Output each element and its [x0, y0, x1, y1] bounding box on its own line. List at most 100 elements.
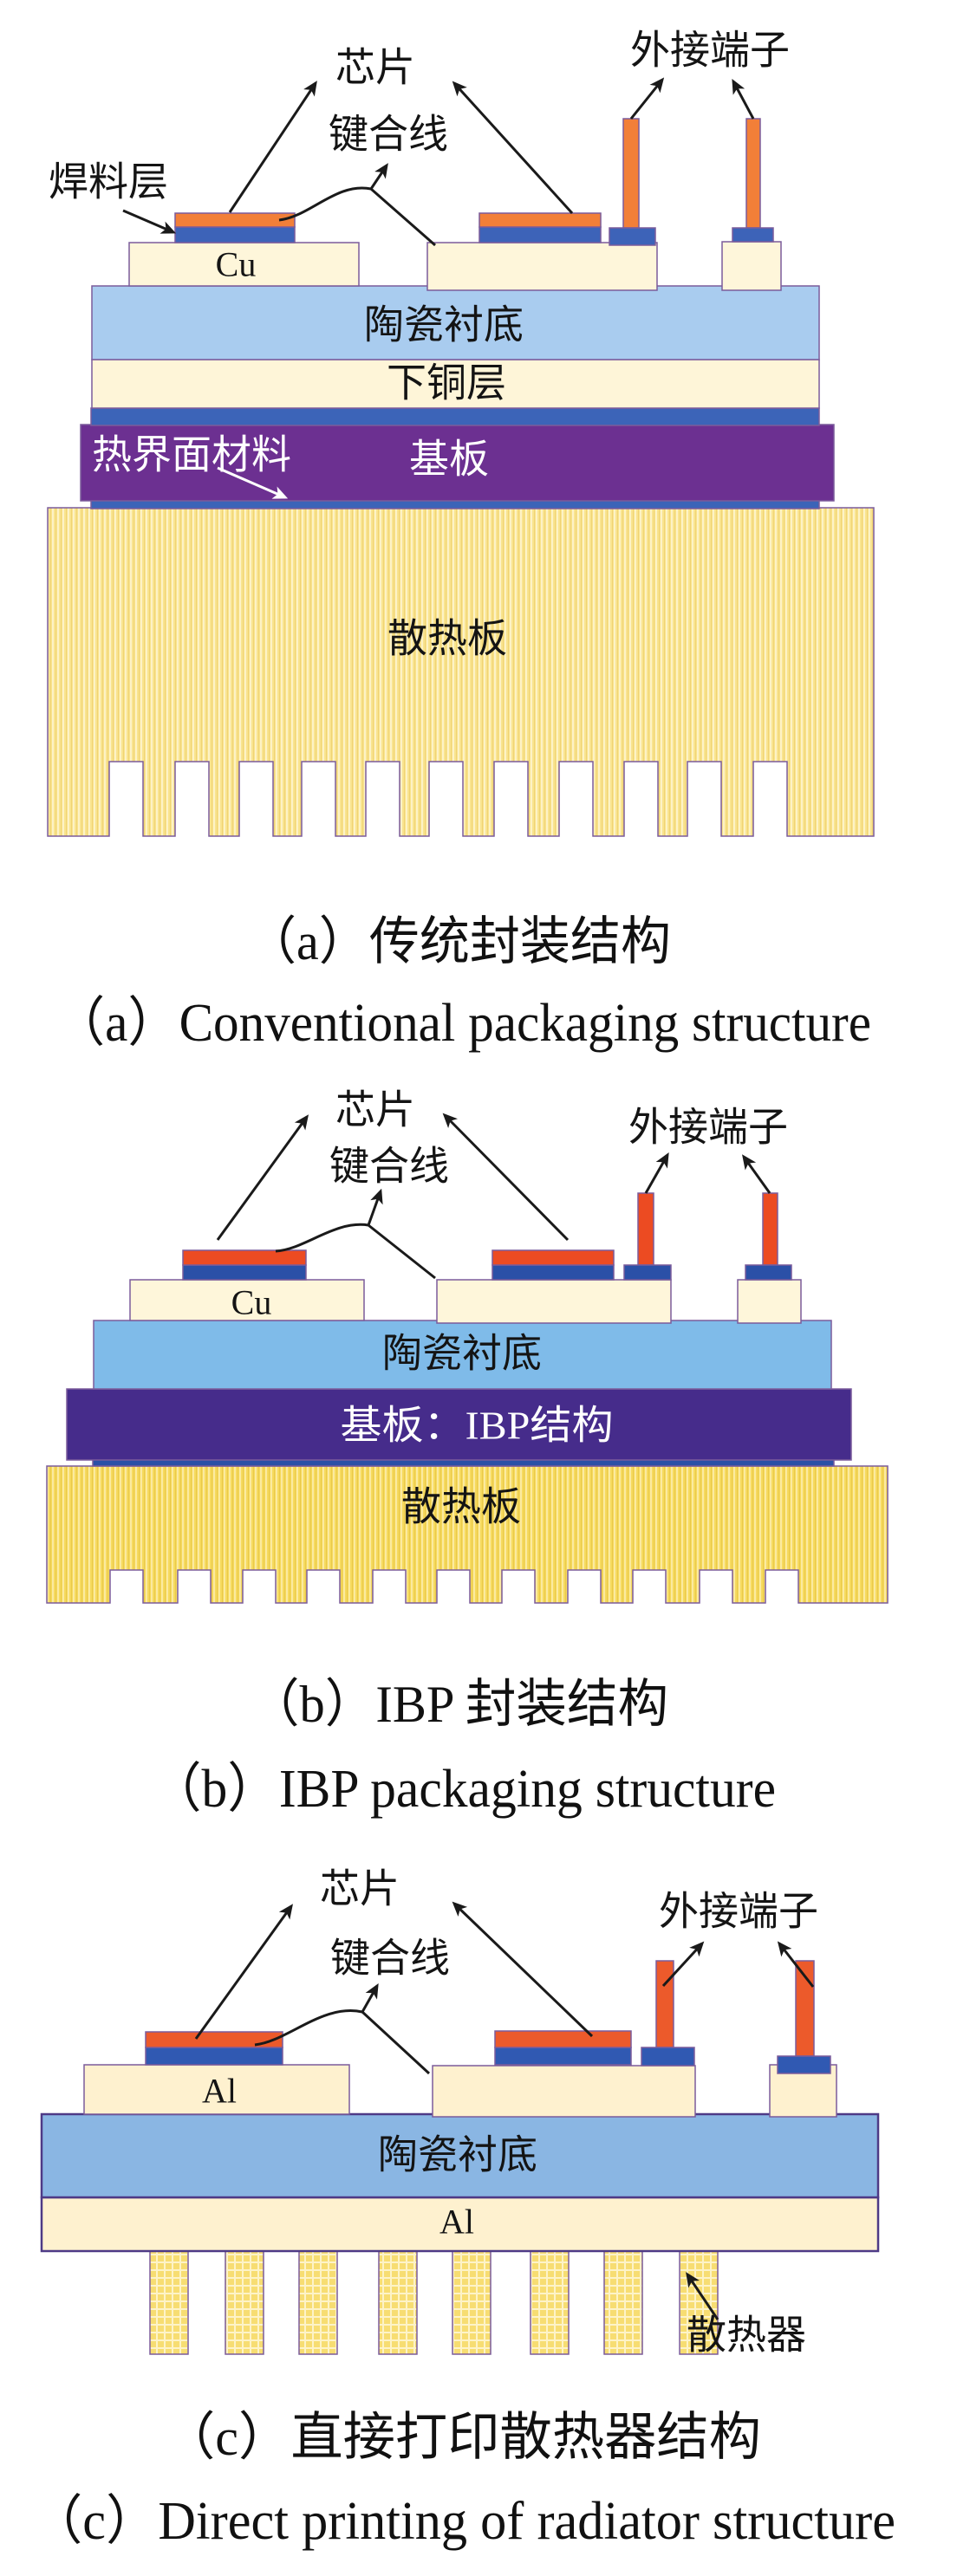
caption-en: （a）Conventional packaging structure: [54, 994, 871, 1053]
heat-sink-label: 散热板: [401, 1485, 521, 1529]
terminal-base-2: [777, 2055, 831, 2074]
heat-sink-body: [47, 507, 875, 837]
chip-left-solder: [182, 1264, 307, 1281]
chip-right-solder: [478, 226, 602, 243]
heat-sink-fin: [378, 2249, 418, 2355]
terminal-base-2: [745, 1264, 792, 1281]
terminal-base-1: [641, 2047, 695, 2067]
heat-sink-arrow: [686, 2272, 719, 2320]
baseplate-label: 基板：IBP结构: [341, 1404, 614, 1448]
bond-wire: [254, 2009, 431, 2075]
chip-arrow-left: [194, 1904, 293, 2040]
terminal-label: 外接端子: [630, 29, 790, 73]
solder-layer-arrow: [122, 209, 177, 234]
lower-copper-layer: [91, 359, 820, 409]
chip-label: 芯片: [335, 1088, 415, 1132]
printed-heat-sink-fins: [149, 2249, 719, 2355]
bond-wire: [275, 1223, 436, 1280]
aluminum-pad-middle: [432, 2065, 696, 2118]
terminal-base-1: [609, 227, 656, 246]
chip-left-solder: [174, 226, 296, 243]
chip-left-solder: [145, 2047, 283, 2066]
terminal-pin-1: [622, 118, 640, 229]
chip-label: 芯片: [320, 1867, 400, 1911]
chip-arrow-left: [216, 1114, 309, 1241]
copper-pad-middle: [436, 1279, 672, 1324]
chip-right: [492, 1249, 615, 1266]
ceramic-substrate: [91, 285, 820, 360]
heat-sink-fin: [298, 2249, 338, 2355]
terminal-pin-1: [637, 1192, 654, 1266]
ceramic-substrate: [93, 1320, 832, 1390]
ceramic-substrate: [40, 2112, 880, 2199]
terminal-pin-2: [762, 1192, 778, 1266]
terminal-pin-2: [745, 118, 761, 229]
thermal-interface-label: 热界面材料: [92, 433, 291, 477]
copper-pad-middle: [426, 242, 658, 291]
panel-a-conventional: 芯片 外接端子 键合线 焊料层 Cu 陶瓷衬底 下铜层 热界面材料 基板 散热板…: [47, 29, 875, 1053]
chip-arrow-right: [452, 81, 574, 215]
chip-right: [478, 212, 602, 228]
bond-wire-arrow: [361, 1983, 379, 2013]
copper-pad-small: [737, 1279, 802, 1324]
chip-right: [494, 2030, 632, 2048]
terminal-arrow-1: [629, 77, 665, 120]
caption-zh: （a）传统封装结构: [246, 913, 671, 970]
terminal-arrow-1: [661, 1941, 705, 1988]
baseplate-label: 基板: [409, 438, 489, 482]
copper-pad-left: [129, 1279, 365, 1321]
bond-wire-arrow: [367, 1188, 383, 1226]
copper-pad-small: [721, 241, 782, 291]
caption-zh: （b）IBP 封装结构: [249, 1676, 668, 1733]
bond-wire-label: 键合线: [329, 113, 448, 157]
solder-layer-label: 焊料层: [49, 160, 168, 204]
bond-wire: [278, 186, 436, 247]
terminal-base-1: [623, 1264, 672, 1281]
baseplate: [80, 424, 835, 502]
bottom-aluminum-layer: [40, 2196, 880, 2253]
heat-sink-label: 散热器: [687, 2313, 806, 2358]
heat-sink-body: [46, 1465, 889, 1604]
heat-sink-fin: [452, 2249, 492, 2355]
bond-wire-label: 键合线: [330, 1937, 450, 1981]
chip-arrow-left: [228, 81, 317, 213]
ceramic-substrate-label: 陶瓷衬底: [382, 1332, 542, 1376]
chip-left: [182, 1249, 307, 1266]
chip-arrow-right: [442, 1113, 570, 1242]
chip-left: [145, 2031, 283, 2048]
caption-en: （b）IBP packaging structure: [150, 1760, 776, 1819]
heat-sink-fin: [149, 2249, 189, 2355]
caption-en: （c）Direct printing of radiator structure: [30, 2492, 895, 2551]
copper-pad-left: [128, 242, 360, 287]
heat-sink-fin: [530, 2249, 570, 2355]
panel-b-ibp: 芯片 外接端子 键合线 Cu 陶瓷衬底 基板：IBP结构 散热板 （b）IBP …: [46, 1088, 889, 1819]
chip-left: [174, 212, 296, 228]
baseplate-ibp: [66, 1388, 852, 1461]
panel-c-direct-printed: 芯片 外接端子 键合线 Al 陶瓷衬底 Al 散热器 （c）直接打印散热器结构 …: [30, 1867, 895, 2552]
chip-right-solder: [494, 2047, 632, 2066]
pad-material-label: Cu: [231, 1283, 272, 1322]
heat-sink-fin: [679, 2249, 719, 2355]
heat-sink-fin: [603, 2249, 643, 2355]
terminal-arrow-2: [742, 1154, 771, 1194]
bond-wire-label: 键合线: [329, 1145, 449, 1189]
terminal-base-2: [732, 227, 774, 243]
solder-layer-lower: [90, 407, 820, 426]
caption-zh: （c）直接打印散热器结构: [163, 2409, 761, 2466]
heat-sink-label: 散热板: [387, 617, 507, 661]
chip-label: 芯片: [335, 46, 415, 90]
terminal-label: 外接端子: [628, 1106, 788, 1150]
terminal-arrow-2: [777, 1941, 815, 1988]
pad-material-label: Cu: [216, 245, 257, 284]
terminal-arrow-1: [644, 1152, 669, 1194]
aluminum-pad-left: [83, 2064, 350, 2115]
ceramic-substrate-label: 陶瓷衬底: [378, 2133, 537, 2177]
terminal-pin-1: [655, 1960, 674, 2048]
chip-arrow-right: [452, 1901, 594, 2038]
lower-copper-layer-label: 下铜层: [387, 361, 506, 406]
pad-material-label: Al: [202, 2072, 237, 2111]
bond-wire-arrow: [369, 163, 388, 190]
chip-right-solder: [492, 1264, 615, 1281]
thermal-interface-arrow: [217, 466, 289, 499]
